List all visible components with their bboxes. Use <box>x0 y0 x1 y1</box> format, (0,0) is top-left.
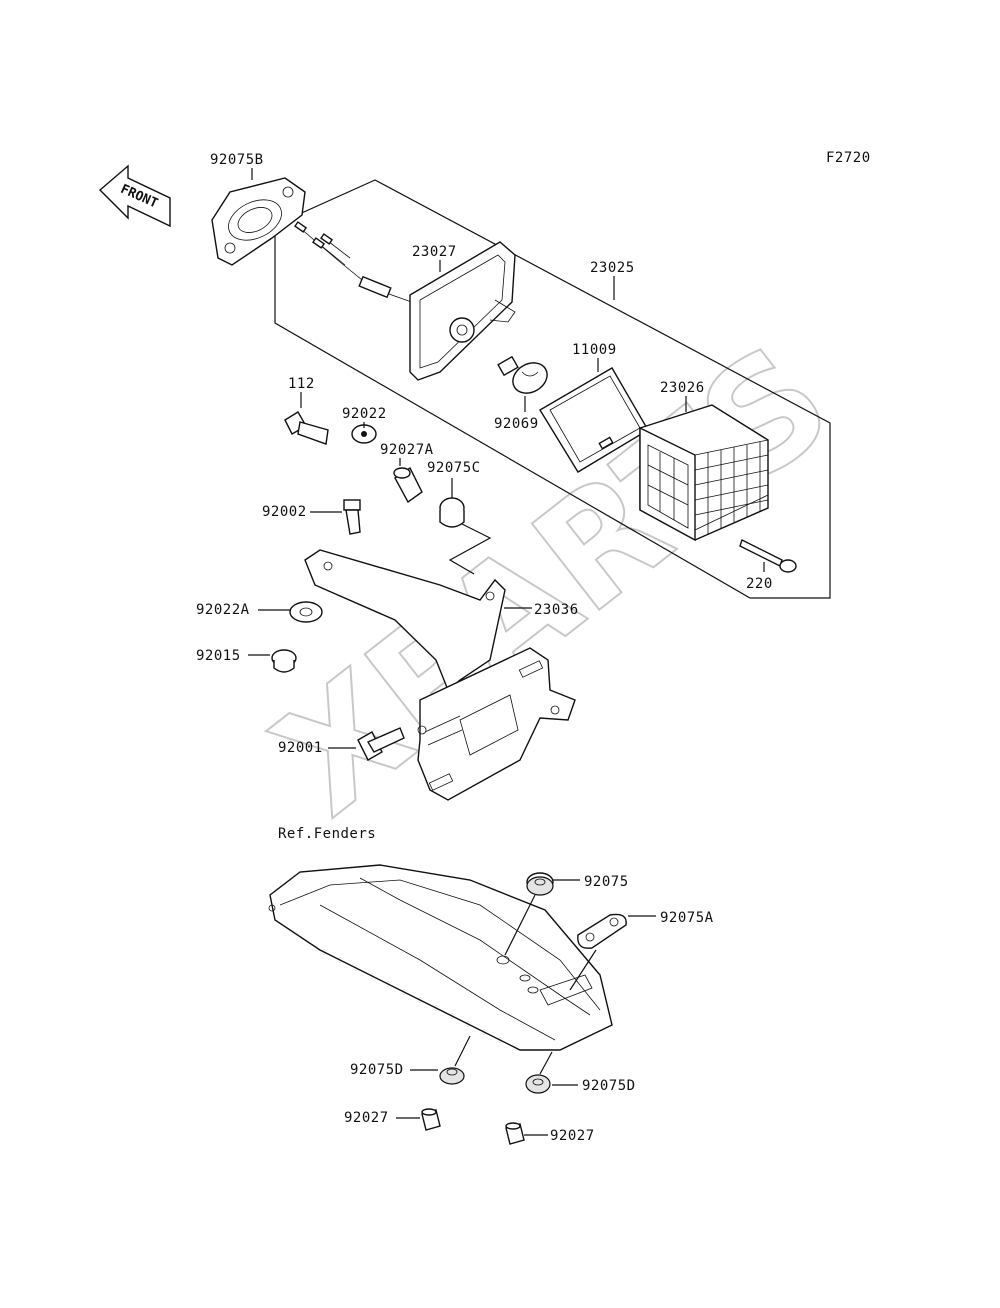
front-arrow-icon: FRONT <box>98 164 171 228</box>
gasket-92075B <box>211 177 306 266</box>
label-92001: 92001 <box>278 740 323 756</box>
bracket-23036 <box>304 549 576 801</box>
bushing-92075C <box>439 497 465 528</box>
label-23026: 23026 <box>660 380 705 396</box>
label-92022A: 92022A <box>196 602 250 618</box>
label-92027-right: 92027 <box>550 1128 595 1144</box>
washer-92022 <box>351 424 377 444</box>
nut-92015 <box>271 649 297 673</box>
bracket-92075A <box>577 913 627 949</box>
figure-code: F2720 <box>826 150 871 166</box>
label-92075D-right: 92075D <box>582 1078 636 1094</box>
screw-220 <box>739 539 797 573</box>
label-11009: 11009 <box>572 342 617 358</box>
bulb-92069 <box>497 355 548 394</box>
label-23027: 23027 <box>412 244 457 260</box>
collar-92027-right <box>505 1122 525 1145</box>
rear-fender <box>268 864 613 1051</box>
washer-92022A <box>289 601 323 623</box>
bolt-92001 <box>357 727 405 761</box>
label-112: 112 <box>288 376 315 392</box>
lens-23026 <box>639 404 769 542</box>
lens-grid <box>694 442 769 534</box>
label-23025: 23025 <box>590 260 635 276</box>
label-23036: 23036 <box>534 602 579 618</box>
label-220: 220 <box>746 576 773 592</box>
bolt-112 <box>284 411 329 445</box>
grommet-92075 <box>526 872 554 896</box>
grommet-92075D-left <box>439 1067 465 1085</box>
label-92075D-left: 92075D <box>350 1062 404 1078</box>
lamp-housing-23027 <box>409 241 516 381</box>
collar-92027-left <box>421 1108 441 1131</box>
label-92027-left: 92027 <box>344 1110 389 1126</box>
label-92075: 92075 <box>584 874 629 890</box>
wire-harness <box>294 221 421 306</box>
reference-note: Ref.Fenders <box>278 826 376 842</box>
label-92075B: 92075B <box>210 152 264 168</box>
label-92075A: 92075A <box>660 910 714 926</box>
collar-92027A <box>393 466 423 504</box>
label-92002: 92002 <box>262 504 307 520</box>
label-92022: 92022 <box>342 406 387 422</box>
label-92069: 92069 <box>494 416 539 432</box>
label-92075C: 92075C <box>427 460 481 476</box>
bolt-92002 <box>343 499 361 535</box>
grommet-92075D-right <box>525 1074 551 1094</box>
label-92015: 92015 <box>196 648 241 664</box>
label-92027A: 92027A <box>380 442 434 458</box>
